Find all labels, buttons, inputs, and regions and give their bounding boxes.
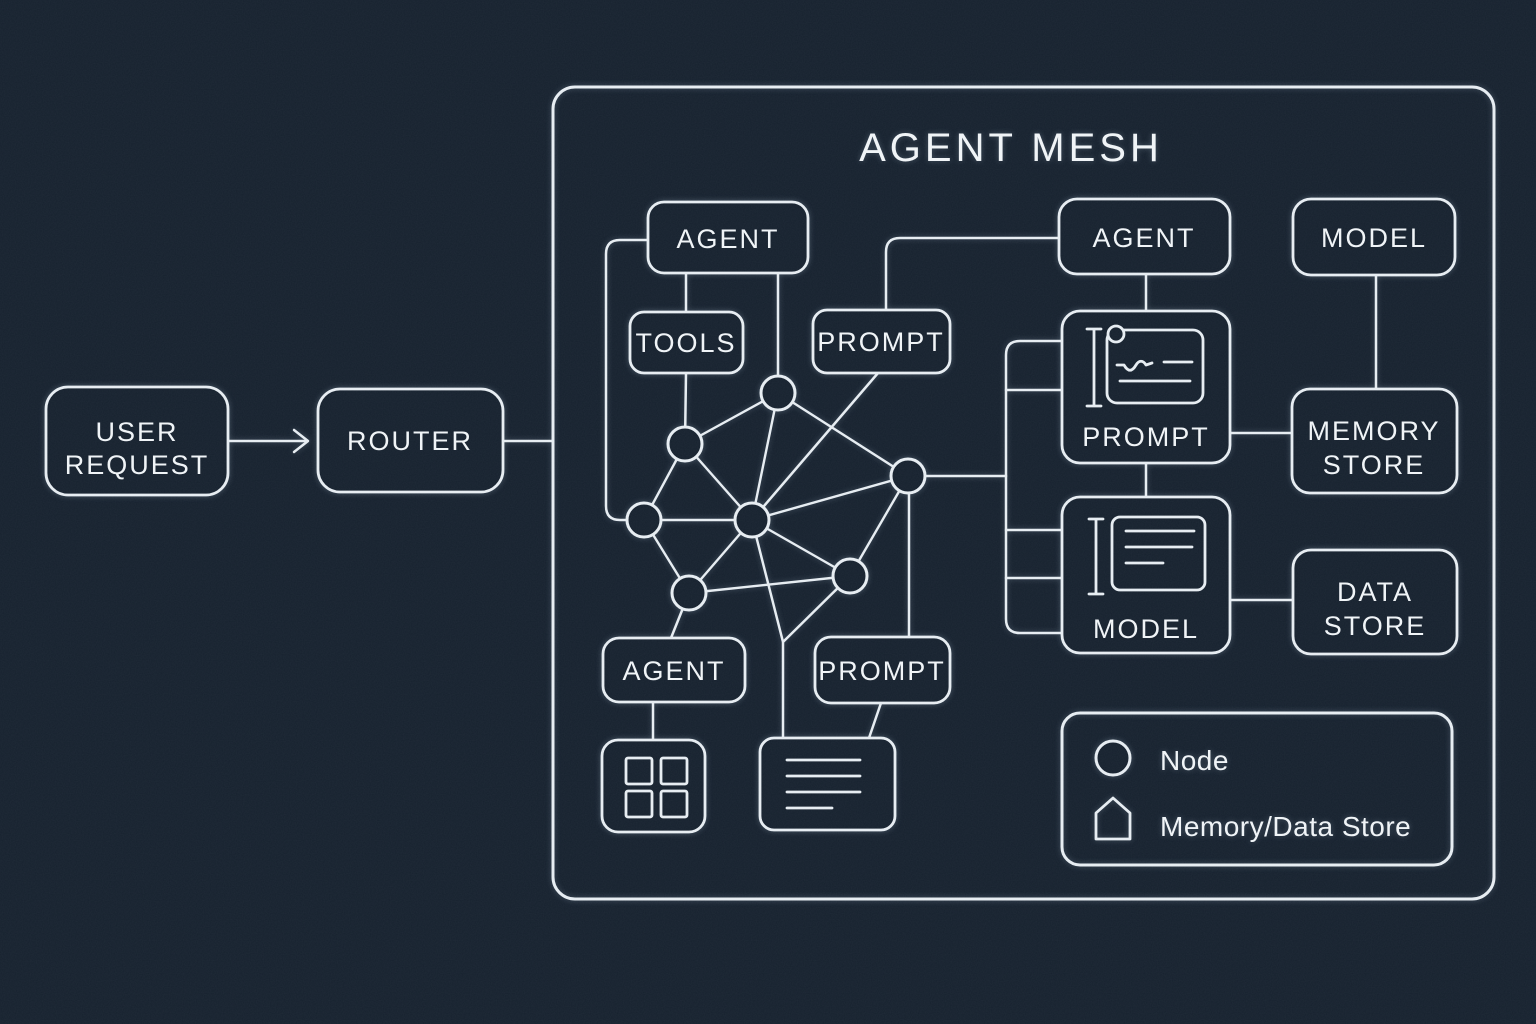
- film-grain-overlay: [0, 0, 1536, 1024]
- agent-mesh-diagram: AGENT MESH: [0, 0, 1536, 1024]
